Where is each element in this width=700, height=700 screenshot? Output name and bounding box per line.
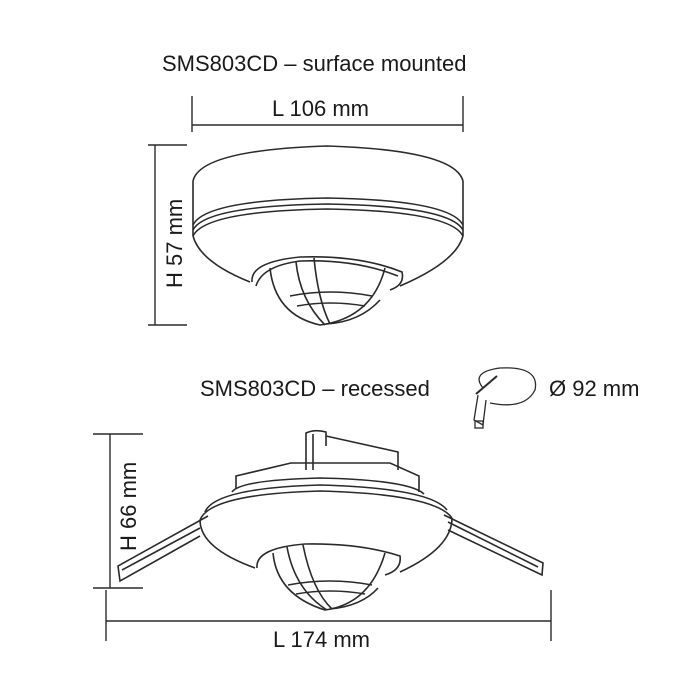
recessed-height-dimension [93, 433, 143, 589]
surface-height-dimension [148, 144, 187, 326]
recessed-inset-icon [473, 367, 537, 429]
recessed-diameter-label: Ø 92 mm [549, 376, 640, 401]
recessed-length-dimension [105, 590, 552, 641]
surface-mounted-sensor [192, 145, 464, 326]
surface-title: SMS803CD – surface mounted [162, 51, 467, 76]
surface-length-label: L 106 mm [272, 96, 370, 121]
recessed-length-label: L 174 mm [273, 627, 371, 652]
surface-height-label: H 57 mm [162, 198, 187, 288]
recessed-title: SMS803CD – recessed [200, 376, 430, 401]
recessed-height-label: H 66 mm [116, 461, 141, 551]
surface-length-dimension [191, 96, 464, 132]
recessed-sensor [117, 429, 544, 611]
